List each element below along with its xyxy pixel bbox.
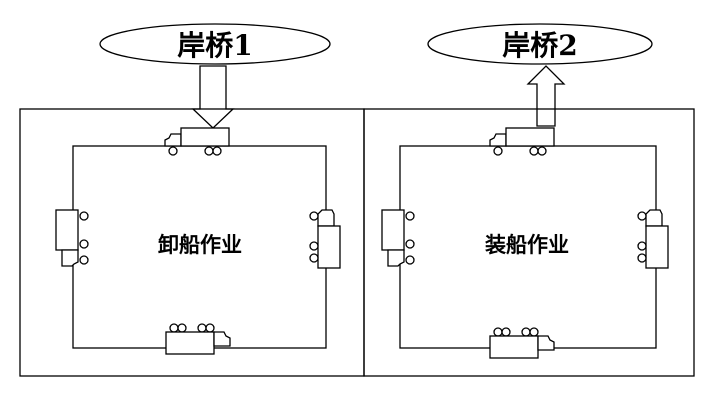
truck-icon (309, 209, 341, 269)
crane-2-ellipse (427, 23, 653, 65)
unloading-zone-label: 卸船作业 (158, 233, 242, 257)
crane-2: 岸桥2 (427, 23, 653, 65)
arrow-up-icon (526, 65, 566, 127)
truck-icon (55, 209, 89, 267)
crane-2-label: 岸桥2 (502, 29, 577, 62)
truck-icon (381, 209, 415, 267)
truck-icon (637, 209, 669, 269)
crane-1-label: 岸桥1 (177, 29, 252, 62)
crane-1-ellipse (99, 23, 331, 65)
arrow-down-icon (191, 65, 235, 129)
loading-zone-box (363, 108, 695, 377)
truck-icon (165, 323, 231, 355)
truck-icon (489, 327, 555, 359)
truck-icon (164, 127, 230, 156)
truck-icon (489, 127, 555, 156)
loading-zone-label: 装船作业 (485, 233, 569, 257)
crane-1: 岸桥1 (99, 23, 331, 65)
